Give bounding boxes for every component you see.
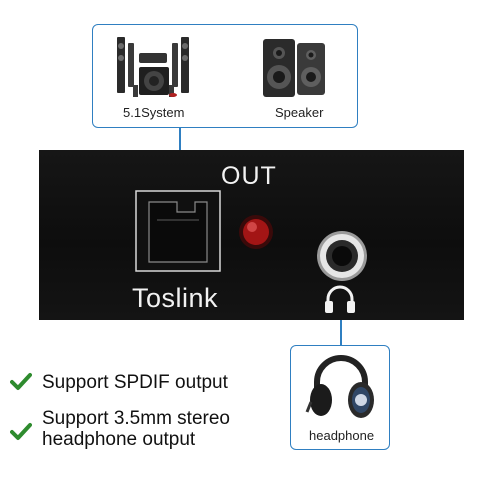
feature-text: Support 3.5mm stereo headphone output — [42, 408, 230, 450]
headphone-port-icon — [325, 285, 355, 313]
headphone-callout: headphone — [290, 345, 390, 450]
feature-text: Support SPDIF output — [42, 372, 228, 393]
speaker-label: Speaker — [275, 105, 324, 120]
led-indicator — [239, 215, 273, 249]
out-label: OUT — [221, 162, 277, 190]
output-devices-callout: 5.1System Speaker — [92, 24, 358, 128]
feature-item: Support 3.5mm stereo headphone output — [10, 408, 262, 450]
feature-item: Support SPDIF output — [10, 372, 228, 393]
surround-system-image — [117, 37, 189, 97]
headphone-port — [317, 231, 367, 281]
check-icon — [10, 423, 32, 440]
check-icon — [10, 373, 32, 390]
headphone-label: headphone — [309, 428, 375, 443]
headphone-image — [305, 355, 374, 418]
speaker-image — [263, 39, 325, 97]
toslink-label: Toslink — [132, 283, 219, 313]
system-label: 5.1System — [123, 105, 185, 120]
optical-port-icon — [135, 190, 221, 272]
